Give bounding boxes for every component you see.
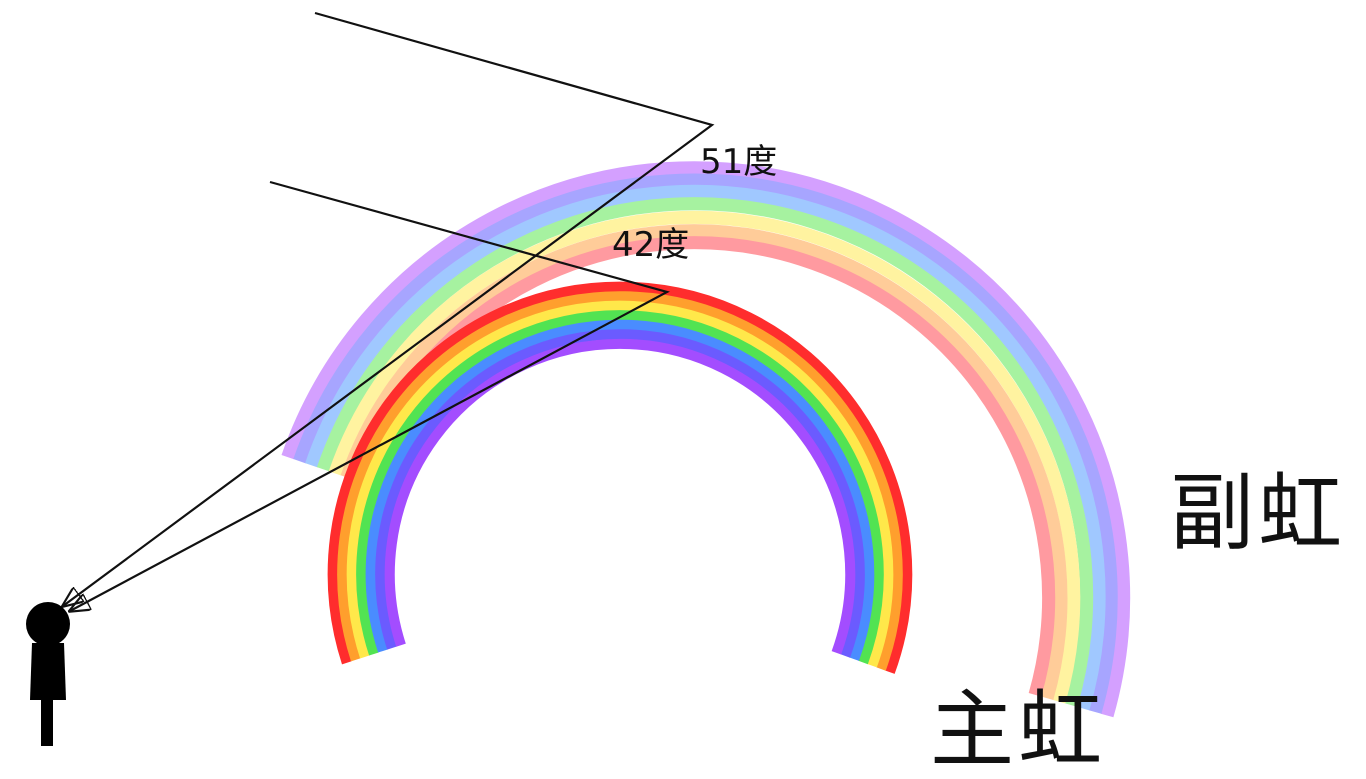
ray-secondary xyxy=(63,11,715,606)
secondary-rainbow-band-6 xyxy=(340,224,1068,700)
ray-primary xyxy=(70,180,670,611)
primary-rainbow-band-5 xyxy=(365,319,875,661)
secondary-rainbow-band-2 xyxy=(293,173,1118,714)
secondary-rainbow xyxy=(281,161,1131,718)
observer-head xyxy=(26,602,70,646)
observer-legs xyxy=(41,700,53,746)
primary-rainbow-band-6 xyxy=(375,329,865,658)
person-silhouette-icon xyxy=(26,602,70,746)
primary-rainbow-band-2 xyxy=(337,291,903,671)
secondary-angle-label: 51度 xyxy=(700,142,778,182)
primary-rainbow-label: 主虹 xyxy=(930,681,1107,779)
primary-angle-label: 42度 xyxy=(612,225,690,265)
secondary-rainbow-band-4 xyxy=(316,197,1094,707)
secondary-rainbow-band-5 xyxy=(328,210,1081,704)
secondary-rainbow-band-1 xyxy=(281,161,1131,718)
primary-rainbow xyxy=(327,281,913,674)
primary-rainbow-band-1 xyxy=(327,281,913,674)
primary-rainbow-band-7 xyxy=(384,338,856,655)
observer-body xyxy=(30,643,66,700)
secondary-rainbow-band-3 xyxy=(305,184,1106,711)
light-rays xyxy=(63,11,715,611)
primary-rainbow-band-3 xyxy=(346,300,894,668)
secondary-rainbow-label: 副虹 xyxy=(1170,464,1347,562)
